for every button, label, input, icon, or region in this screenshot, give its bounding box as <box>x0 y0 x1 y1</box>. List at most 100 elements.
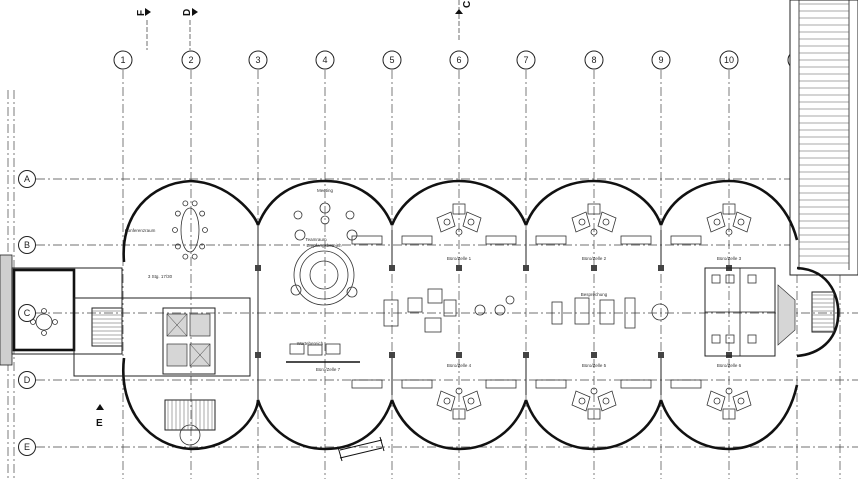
svg-text:8: 8 <box>591 55 596 65</box>
svg-text:Empfangsbereich: Empfangsbereich <box>306 243 342 248</box>
svg-text:Wartebereich: Wartebereich <box>297 341 324 346</box>
svg-text:Büro/Zelle 1: Büro/Zelle 1 <box>447 256 472 261</box>
svg-text:D: D <box>182 9 193 16</box>
conference-room: Konferenzraum <box>125 200 208 260</box>
desk <box>587 408 601 420</box>
axis-bubbles-lettered: A B C D E <box>18 170 36 456</box>
column <box>255 265 261 271</box>
entrance-table <box>30 308 58 336</box>
desk <box>436 390 456 412</box>
chair <box>345 210 355 220</box>
svg-text:5: 5 <box>389 55 394 65</box>
column <box>389 265 395 271</box>
axis-bubble-e: E <box>18 438 36 456</box>
chair <box>172 227 178 233</box>
chair <box>199 210 206 217</box>
workstation-pod <box>571 387 617 420</box>
chair <box>578 218 586 226</box>
chair <box>467 218 475 226</box>
chair <box>602 218 610 226</box>
axis-bubble-4: 4 <box>315 50 335 70</box>
chair <box>713 397 721 405</box>
chair <box>443 397 451 405</box>
svg-text:Teamraum: Teamraum <box>305 237 327 242</box>
chair <box>467 397 475 405</box>
desk <box>462 211 482 233</box>
svg-text:10: 10 <box>724 55 734 65</box>
stairs-left <box>91 307 216 446</box>
chair <box>182 253 189 260</box>
desk <box>535 235 567 245</box>
dimension-bottom <box>337 436 385 462</box>
svg-text:E: E <box>96 418 103 429</box>
svg-text:Meeting: Meeting <box>317 188 334 193</box>
desk <box>732 390 752 412</box>
axis-bubble-5: 5 <box>382 50 402 70</box>
chair <box>182 200 189 207</box>
desk <box>670 379 702 389</box>
chair <box>191 200 198 207</box>
reception-area: Meeting Teamraum Empfangsbereich Wartebe… <box>286 188 360 363</box>
svg-text:1: 1 <box>120 55 125 65</box>
chair <box>590 228 598 236</box>
svg-text:9: 9 <box>658 55 663 65</box>
desk <box>452 408 466 420</box>
column <box>591 352 597 358</box>
axis-bubble-2: 2 <box>181 50 201 70</box>
column <box>456 265 462 271</box>
svg-text:C: C <box>462 1 473 8</box>
svg-text:Büro/Zelle 4: Büro/Zelle 4 <box>447 363 472 368</box>
desk <box>722 203 736 215</box>
section-mark-c: C <box>455 0 473 40</box>
svg-text:A: A <box>24 174 30 184</box>
desk <box>401 235 433 245</box>
workstation-pod <box>571 203 617 236</box>
chair <box>293 210 303 220</box>
chair <box>590 387 598 395</box>
chair <box>199 243 206 250</box>
svg-text:Büro/Zelle 7: Büro/Zelle 7 <box>316 367 341 372</box>
chair <box>725 228 733 236</box>
axis-bubble-10: 10 <box>719 50 739 70</box>
svg-text:4: 4 <box>322 55 327 65</box>
desk <box>706 390 726 412</box>
desk <box>436 211 456 233</box>
desk <box>401 379 433 389</box>
section-mark-d: D <box>182 8 198 50</box>
workstation-pod <box>436 387 482 420</box>
desk <box>452 203 466 215</box>
desk <box>732 211 752 233</box>
section-mark-f: F <box>136 8 151 50</box>
column <box>523 352 529 358</box>
desk <box>462 390 482 412</box>
entrance-corridor <box>0 254 123 366</box>
axis-bubble-6: 6 <box>449 50 469 70</box>
chair <box>174 210 181 217</box>
table <box>319 202 331 214</box>
axis-bubble-1: 1 <box>113 50 133 70</box>
desk <box>587 203 601 215</box>
desk <box>597 390 617 412</box>
svg-text:6: 6 <box>456 55 461 65</box>
svg-text:3 Stg. 17/30: 3 Stg. 17/30 <box>148 274 173 279</box>
chair <box>602 397 610 405</box>
column <box>255 352 261 358</box>
svg-text:B: B <box>24 240 30 250</box>
axis-bubble-3: 3 <box>248 50 268 70</box>
svg-text:7: 7 <box>523 55 528 65</box>
office-pods <box>293 203 752 420</box>
section-mark-e: E <box>96 404 104 429</box>
lounge-area: Besprechung <box>383 288 669 333</box>
stair-tower-right <box>789 0 858 276</box>
table <box>294 229 306 241</box>
chair <box>737 397 745 405</box>
workstation-pod <box>436 203 482 236</box>
axis-bubble-8: 8 <box>584 50 604 70</box>
axis-bubble-b: B <box>18 236 36 254</box>
chair <box>455 387 463 395</box>
column <box>591 265 597 271</box>
workstation-pod <box>706 387 752 420</box>
axis-bubble-d: D <box>18 371 36 389</box>
svg-text:Büro/Zelle 3: Büro/Zelle 3 <box>717 256 742 261</box>
svg-text:E: E <box>24 442 30 452</box>
